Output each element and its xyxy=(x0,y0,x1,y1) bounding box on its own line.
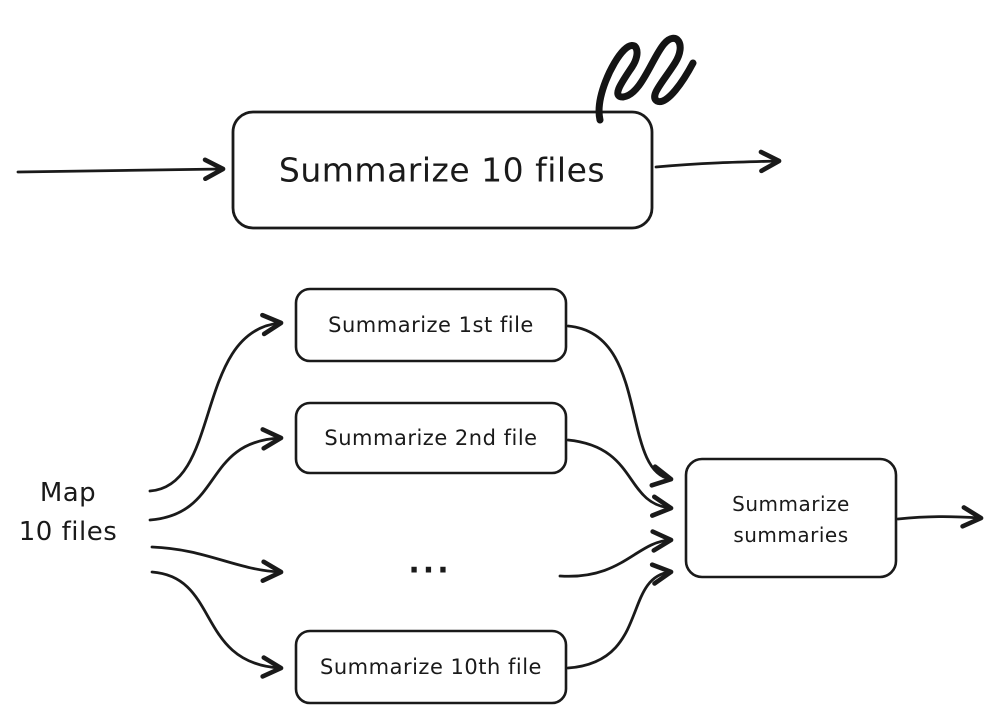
map-label-line2: 10 files xyxy=(18,517,118,547)
arrow-fan-4 xyxy=(150,570,284,679)
arrow-conv-4 xyxy=(566,562,674,670)
summarize-1st-file-box xyxy=(294,287,568,363)
arrow-conv-3 xyxy=(558,529,674,578)
summarize-10th-file-label: Summarize 10th file xyxy=(320,655,542,679)
summarize-summaries-label: Summarize summaries xyxy=(732,489,850,551)
ellipsis-label: ... xyxy=(408,545,452,581)
summarize-summaries-box xyxy=(684,457,898,579)
merge-label-line1: Summarize xyxy=(732,492,850,516)
scribble-icon xyxy=(595,34,697,124)
map-label-line1: Map xyxy=(39,478,97,508)
arrow-fan-1 xyxy=(148,312,284,493)
merge-label-line2: summaries xyxy=(733,523,849,547)
summarize-10th-file-box xyxy=(294,629,568,705)
arrow-merge-out xyxy=(896,505,984,529)
summarize-10-files-label: Summarize 10 files xyxy=(278,150,606,190)
summarize-10-files-box xyxy=(231,110,654,230)
summarize-2nd-file-box xyxy=(294,401,568,475)
arrow-conv-2 xyxy=(566,438,674,518)
arrow-conv-1 xyxy=(566,324,674,488)
arrow-top-in xyxy=(16,157,226,182)
summarize-1st-file-label: Summarize 1st file xyxy=(328,313,534,337)
arrow-top-out xyxy=(654,149,782,174)
summarize-2nd-file-label: Summarize 2nd file xyxy=(324,426,538,450)
map-10-files-label: Map 10 files xyxy=(19,474,118,552)
arrow-fan-2 xyxy=(148,427,284,522)
arrow-fan-3 xyxy=(150,545,284,583)
